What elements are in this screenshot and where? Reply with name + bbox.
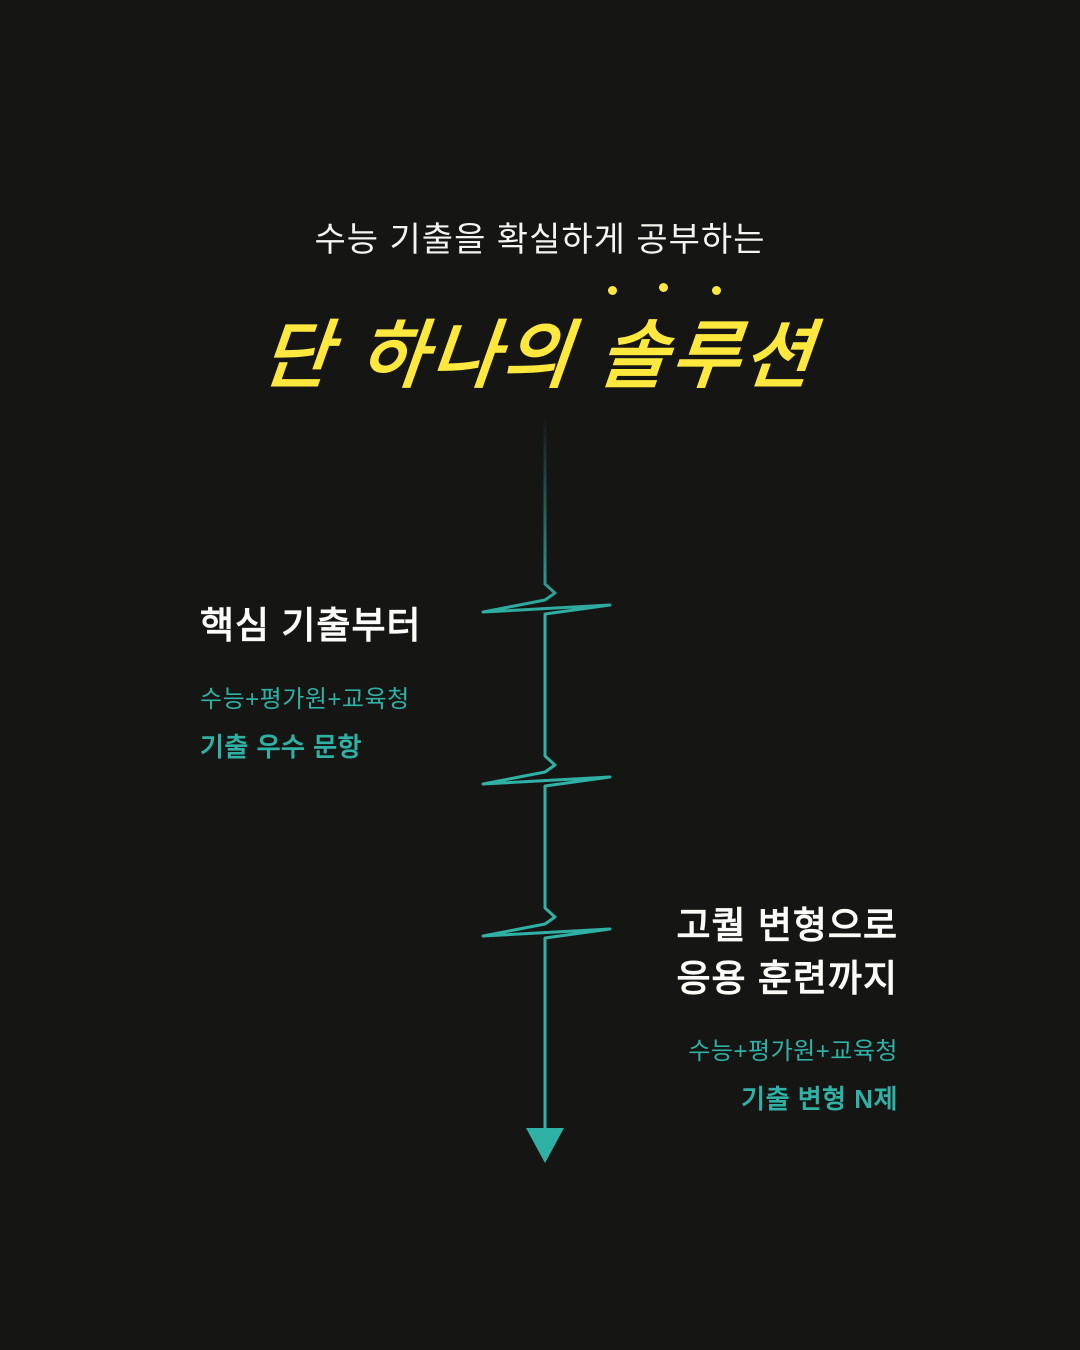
stage-left-heading: 핵심 기출부터 (200, 605, 422, 646)
stage-right-source: 수능+평가원+교육청 (688, 1038, 898, 1066)
title-accent-dot (608, 286, 617, 295)
stage-right-heading-line1: 고퀄 변형으로 (676, 905, 898, 946)
stage-right-heading-line2: 응용 훈련까지 (676, 957, 898, 999)
main-title: 단 하나의 솔루션 (258, 314, 821, 397)
stage-left-detail: 기출 우수 문항 (200, 731, 362, 762)
eyebrow-text: 수능 기출을 확실하게 공부하는 (314, 221, 766, 259)
stage-core-kichul: 핵심 기출부터 수능+평가원+교육청 기출 우수 문항 (200, 600, 422, 764)
stage-left-source: 수능+평가원+교육청 (200, 685, 410, 713)
title-accent-dot (712, 286, 721, 295)
stage-advanced-variation: 고퀄 변형으로 응용 훈련까지 수능+평가원+교육청 기출 변형 N제 (676, 900, 898, 1116)
down-arrow-icon (526, 1128, 564, 1163)
title-accent-dot (659, 283, 668, 292)
stage-right-detail: 기출 변형 N제 (741, 1084, 898, 1115)
pulse-path (481, 418, 612, 1132)
